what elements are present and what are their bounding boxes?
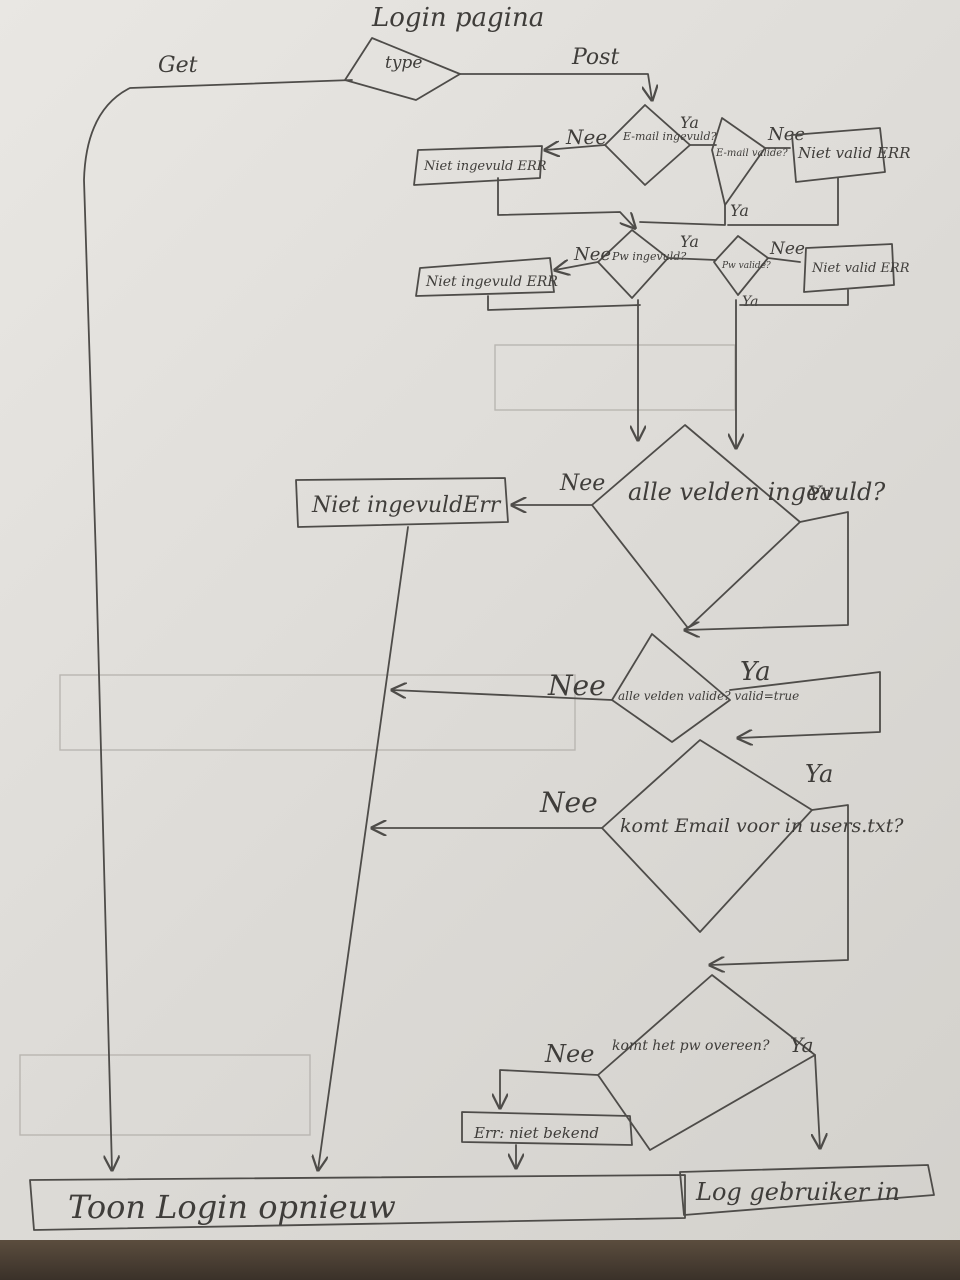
email-filled-label: E-mail ingevuld? [622, 130, 716, 143]
pw-match-label: komt het pw overeen? [612, 1038, 770, 1054]
not-known-err-text: Err: niet bekend [473, 1124, 599, 1142]
email-valid-yes: Ya [730, 201, 749, 220]
pw-filled-no-arrow [555, 262, 599, 270]
log-in-user-box [679, 1164, 935, 1216]
not-known-err-box [461, 1111, 633, 1146]
email-filled-diamond [604, 104, 691, 186]
email-not-valid-box [791, 127, 886, 183]
email-filled-yes: Ya [680, 113, 699, 132]
pw-valid-yes: Ya [742, 294, 759, 310]
pw-filled-label: Pw ingevuld? [611, 250, 686, 263]
email-valid-diamond [711, 117, 766, 206]
all-valid-no-arrow [392, 690, 613, 701]
all-filled-label: alle velden ingevuld? [628, 478, 885, 506]
pw-not-valid-text: Niet valid ERR [811, 261, 910, 276]
not-filled-err-box [295, 477, 509, 528]
email-err-merge-line [497, 177, 635, 228]
err-to-login-line [318, 526, 409, 1170]
pw-filled-no: Nee [573, 244, 611, 265]
pw-invalid-merge-line [739, 289, 849, 306]
start-diamond [344, 37, 461, 101]
email-filled-no-arrow [545, 145, 606, 150]
pw-filled-yes: Ya [680, 232, 699, 251]
all-valid-yes: Ya [740, 657, 771, 687]
post-flow-line [459, 73, 652, 100]
email-exists-label: komt Email voor in users.txt? [620, 815, 904, 837]
pw-filled-diamond [597, 229, 669, 299]
pw-match-yes-arrow [815, 1054, 820, 1148]
table-surface [0, 1240, 960, 1280]
email-exists-diamond [601, 739, 813, 933]
title-text: Login pagina [371, 3, 544, 33]
pw-match-diamond [597, 974, 816, 1151]
show-login-box [29, 1174, 686, 1231]
start-diamond-label: type [385, 53, 422, 73]
email-not-filled-text: Niet ingevuld ERR [423, 159, 547, 174]
all-filled-yes-arrow [685, 511, 849, 630]
all-filled-diamond [591, 424, 801, 629]
pw-err-merge-line [487, 295, 641, 311]
pw-valid-no-line [767, 257, 801, 263]
email-exists-no: Nee [539, 786, 598, 819]
all-filled-yes: Ya [808, 481, 832, 505]
pw-match-no-arrow [500, 1069, 599, 1108]
not-filled-err-text: Niet ingevuldErr [311, 493, 502, 518]
all-valid-yes-arrow [729, 671, 881, 738]
pw-valid-no: Nee [769, 239, 805, 259]
email-exists-yes: Ya [805, 760, 833, 788]
email-valid-label: E-mail valide? [715, 148, 788, 159]
show-login-text: Toon Login opnieuw [68, 1188, 396, 1226]
pw-not-filled-box [415, 257, 555, 297]
all-filled-no: Nee [559, 471, 605, 496]
pw-match-yes: Ya [790, 1033, 814, 1057]
all-valid-diamond [611, 633, 731, 743]
email-exists-yes-arrow [710, 804, 849, 965]
all-valid-no: Nee [547, 669, 606, 702]
email-not-filled-box [413, 145, 543, 186]
log-in-user-text: Log gebruiker in [695, 1178, 900, 1206]
post-label: Post [571, 45, 619, 70]
email-valid-merge-line [639, 204, 726, 226]
pw-not-filled-text: Niet ingevuld ERR [425, 274, 558, 290]
get-flow-line [83, 79, 353, 1170]
email-valid-no: Nee [767, 124, 805, 145]
pw-not-valid-box [803, 243, 895, 293]
email-not-valid-text: Niet valid ERR [797, 144, 911, 162]
all-valid-label: alle velden valide? valid=true [618, 689, 799, 703]
email-invalid-merge-line [727, 177, 839, 226]
pw-valid-label: Pw valide? [721, 261, 771, 271]
pw-match-no: Nee [544, 1040, 594, 1068]
pw-valid-diamond [713, 235, 769, 296]
get-label: Get [158, 53, 198, 78]
pw-filled-yes-line [667, 257, 717, 261]
erased-sketches [19, 344, 736, 1136]
